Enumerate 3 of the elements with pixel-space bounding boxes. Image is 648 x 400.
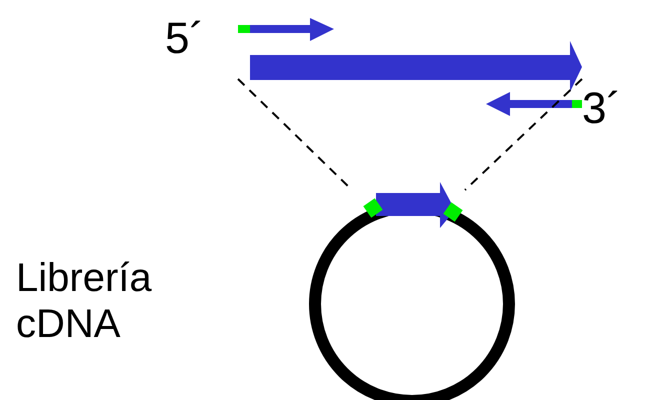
strand-end-label: 5´	[165, 14, 204, 65]
strand-end-label: 3´	[582, 84, 622, 135]
library-label: Librería cDNA	[16, 255, 153, 347]
